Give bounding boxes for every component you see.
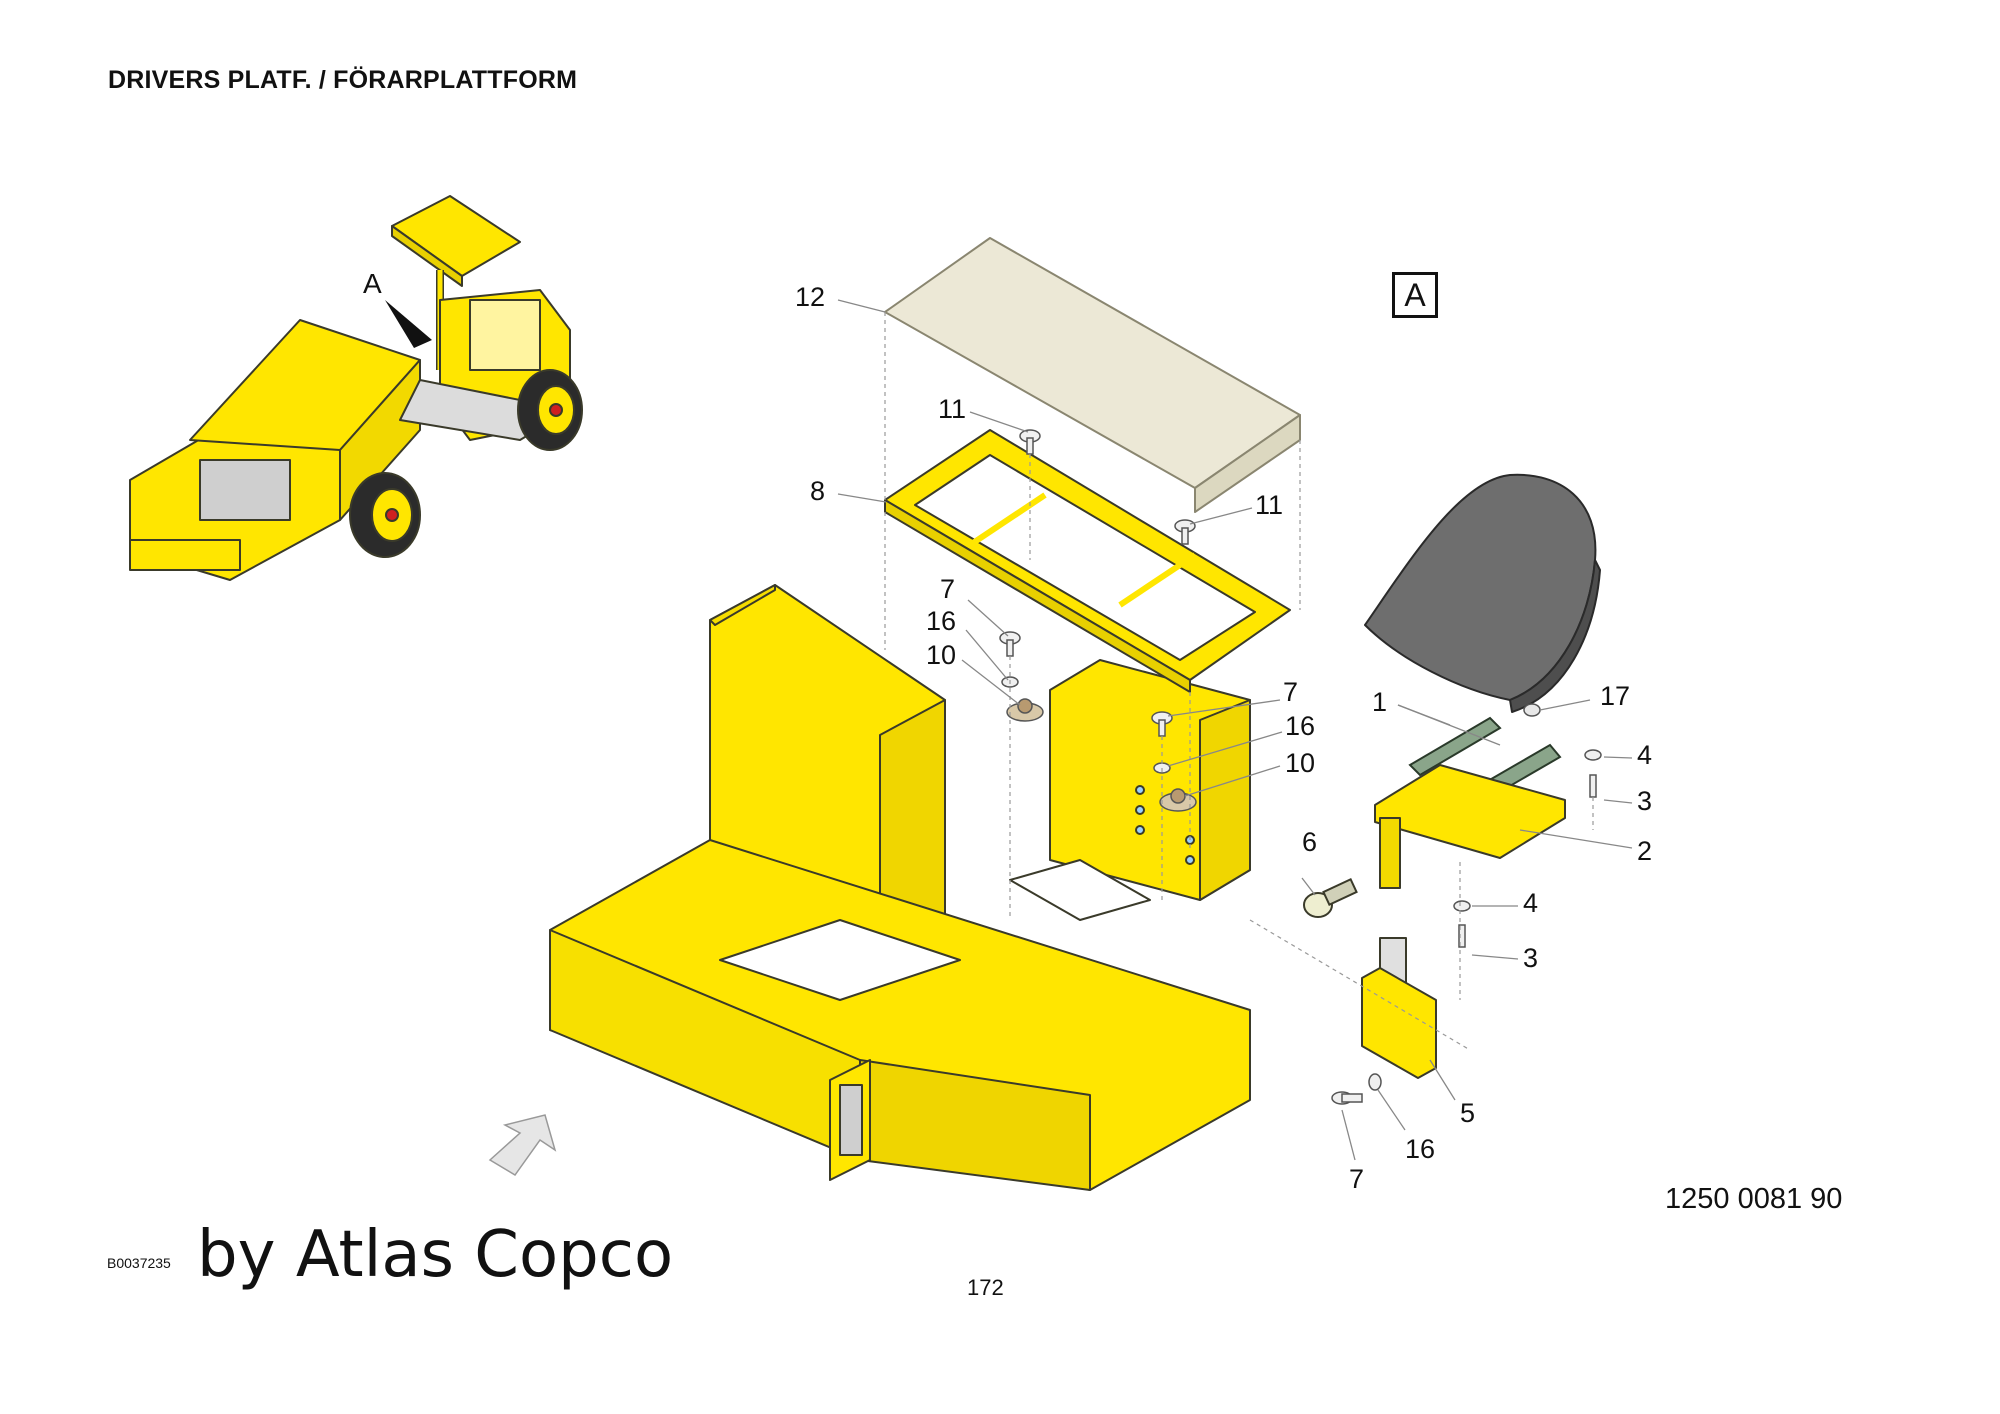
part-6-locking-knob bbox=[1303, 877, 1358, 918]
fasteners bbox=[999, 429, 1602, 1105]
callout-16-right: 16 bbox=[1285, 711, 1315, 741]
callout-11-right: 11 bbox=[1255, 490, 1283, 520]
assembly-guide-lines bbox=[884, 312, 1594, 1051]
direction-arrow-icon bbox=[488, 1114, 557, 1176]
callout-16-lower: 16 bbox=[1405, 1134, 1435, 1164]
callout-labels: 12 11 11 8 7 16 10 7 16 10 1 17 4 3 2 6 … bbox=[795, 282, 1652, 1194]
callout-leader-lines bbox=[837, 299, 1633, 1161]
callout-3-lower: 3 bbox=[1523, 943, 1538, 973]
main-frame-assembly bbox=[549, 584, 1251, 1191]
page-number: 172 bbox=[967, 1275, 1004, 1300]
callout-11-upper: 11 bbox=[938, 394, 966, 424]
callout-4-upper: 4 bbox=[1637, 740, 1652, 770]
part-2-seat-bracket bbox=[1374, 764, 1566, 889]
callout-5: 5 bbox=[1460, 1098, 1475, 1128]
callout-16-left: 16 bbox=[926, 606, 956, 636]
callout-1: 1 bbox=[1372, 687, 1387, 717]
overview-callout-a: A bbox=[363, 268, 382, 299]
watermark-text: by Atlas Copco bbox=[197, 1218, 674, 1292]
operator-seat bbox=[1364, 473, 1601, 713]
callout-6: 6 bbox=[1302, 827, 1317, 857]
callout-3-upper: 3 bbox=[1637, 786, 1652, 816]
callout-10-right: 10 bbox=[1285, 748, 1315, 778]
part-5-hinge-post bbox=[1361, 937, 1437, 1079]
part-8-platform-frame bbox=[884, 429, 1291, 693]
callout-7-left: 7 bbox=[940, 574, 955, 604]
callout-2: 2 bbox=[1637, 836, 1652, 866]
page-title: DRIVERS PLATF. / FÖRARPLATTFORM bbox=[108, 66, 578, 94]
drawing-id: B0037235 bbox=[107, 1255, 171, 1271]
overview-machine-illustration bbox=[129, 195, 583, 581]
callout-7-right: 7 bbox=[1283, 677, 1298, 707]
callout-10-left: 10 bbox=[926, 640, 956, 670]
callout-17: 17 bbox=[1600, 681, 1630, 711]
callout-8: 8 bbox=[810, 476, 825, 506]
section-marker-box: A bbox=[1392, 272, 1438, 318]
callout-12: 12 bbox=[795, 282, 825, 312]
callout-7-lower: 7 bbox=[1349, 1164, 1364, 1194]
callout-4-lower: 4 bbox=[1523, 888, 1538, 918]
document-number: 1250 0081 90 bbox=[1665, 1183, 1843, 1215]
